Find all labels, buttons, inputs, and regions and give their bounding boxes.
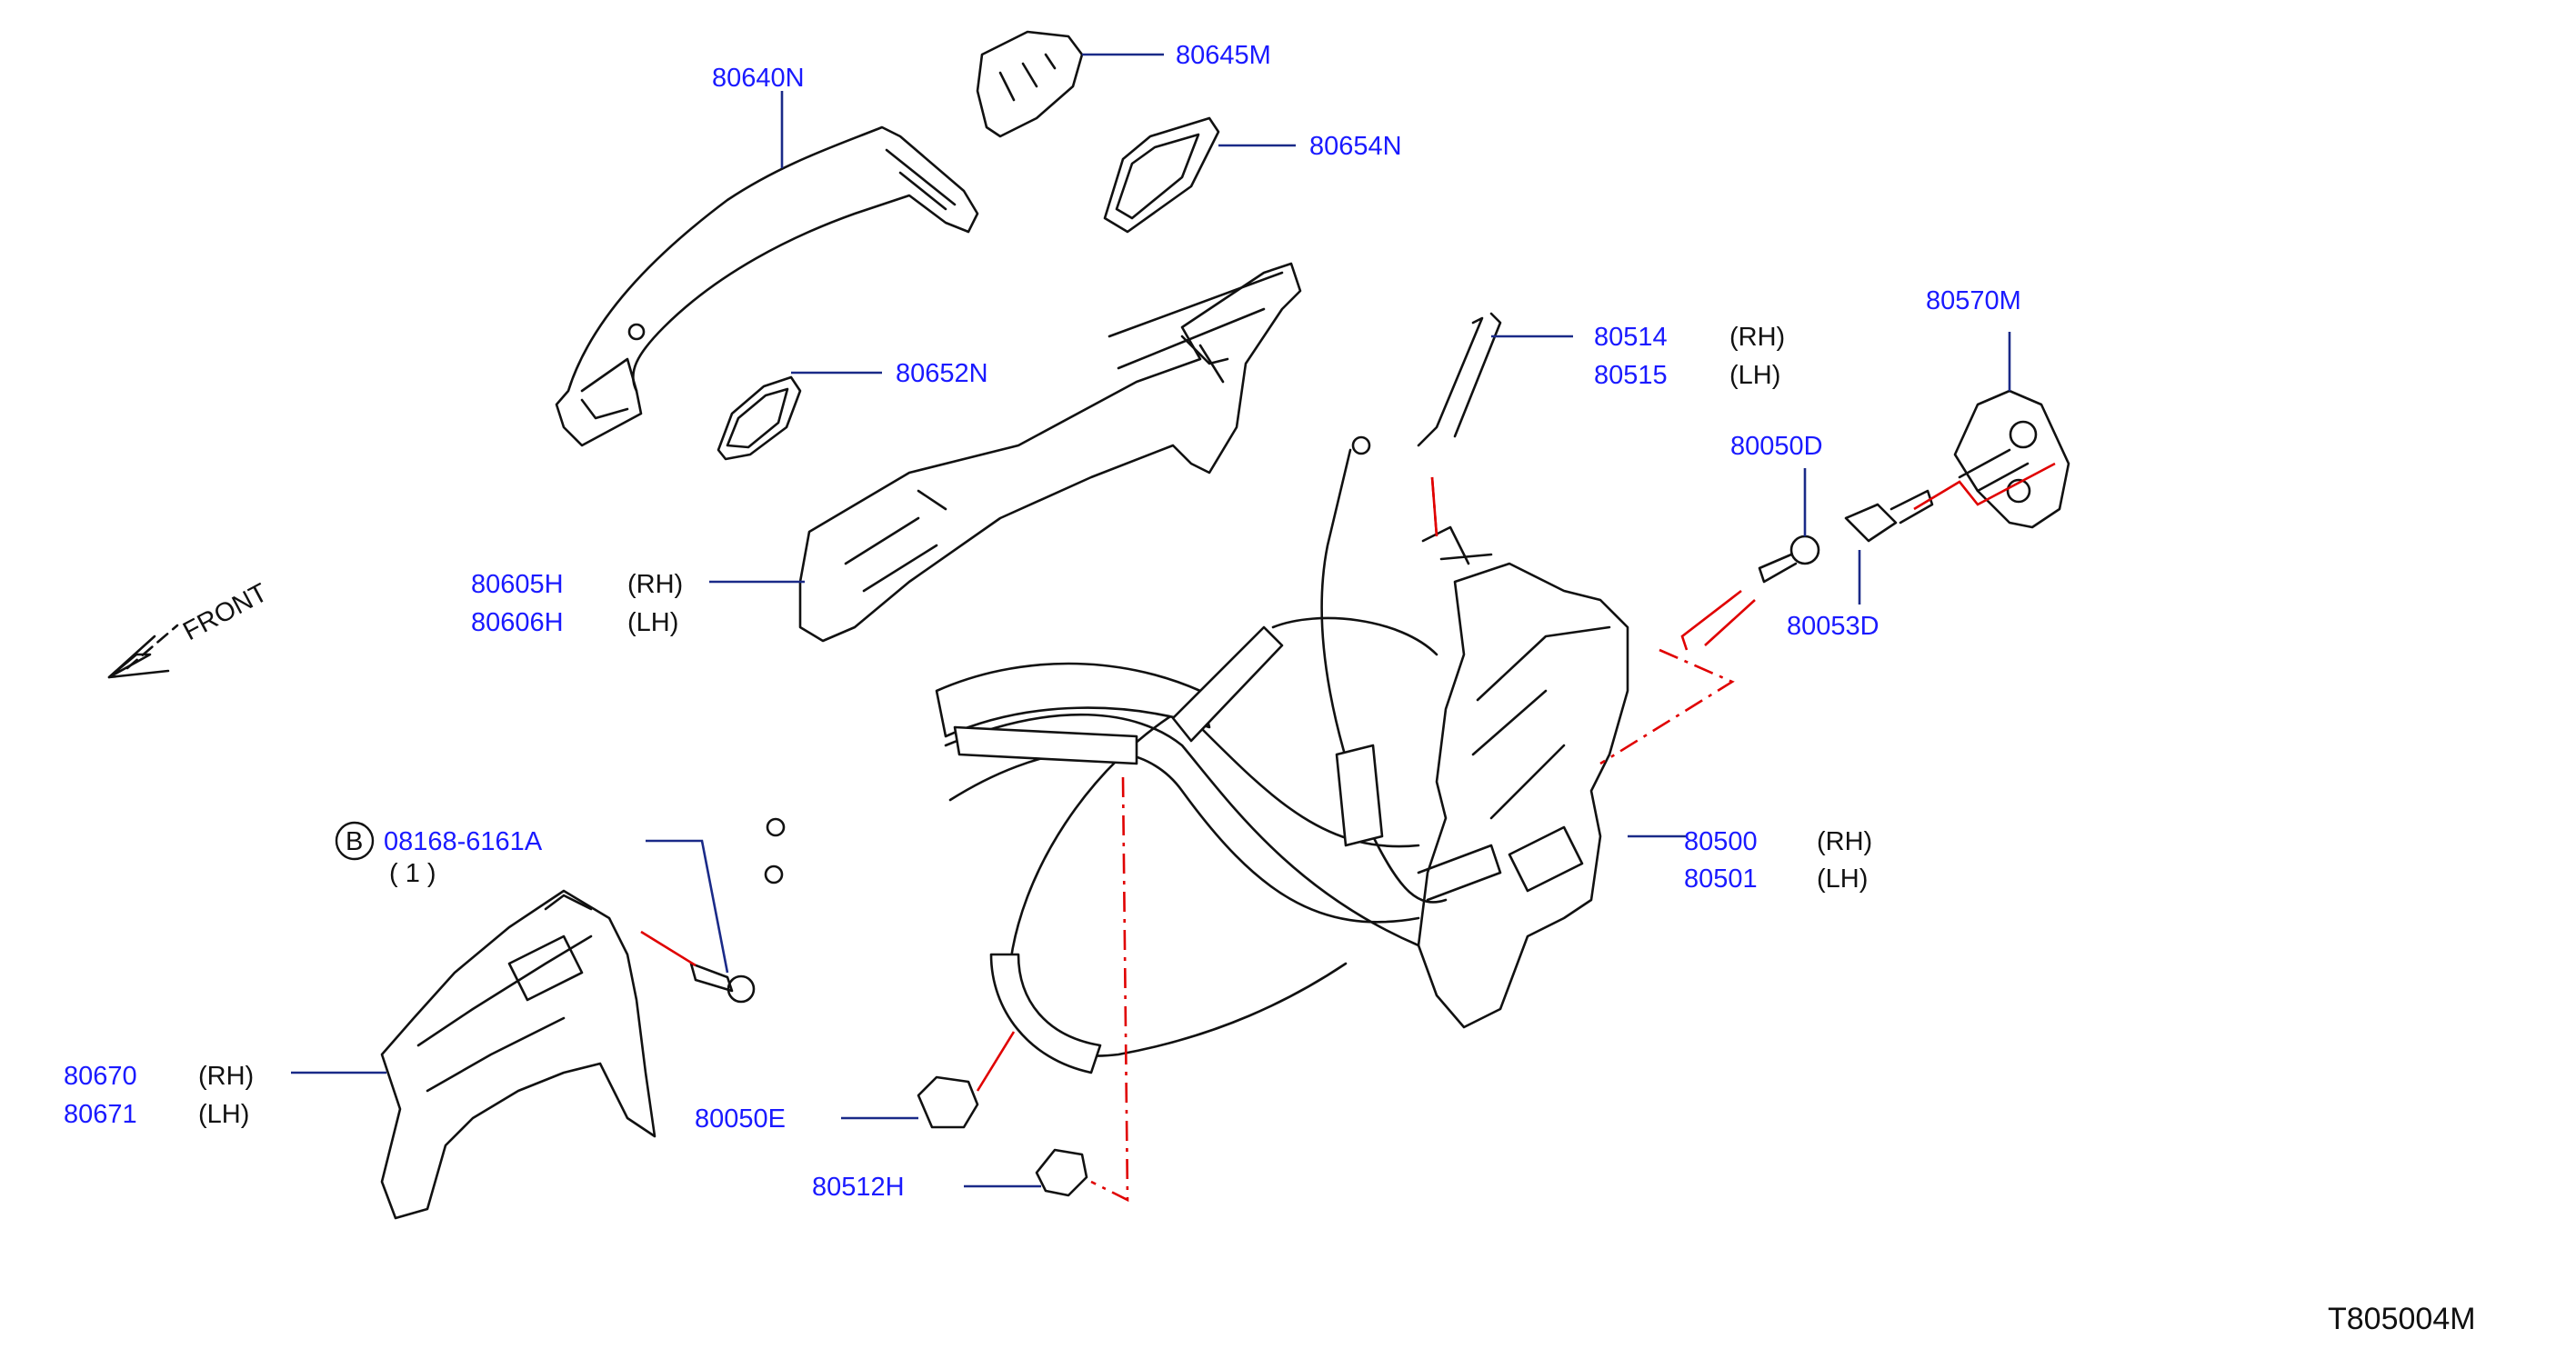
gasket-front-part: [717, 375, 802, 461]
callout-08168-badge: B: [346, 827, 363, 856]
callout-80654N: 80654N: [1309, 132, 1402, 161]
lock-screw-part: [1758, 535, 1820, 584]
door-striker-part: [1953, 389, 2070, 529]
callout-80514: 80514: [1594, 323, 1668, 352]
callout-80050D: 80050D: [1730, 432, 1823, 461]
callout-80605H: 80605H: [471, 570, 564, 599]
callout-80671-side: (LH): [198, 1100, 249, 1129]
callout-80605H-side: (RH): [627, 570, 683, 599]
callout-80606H-side: (LH): [627, 608, 678, 637]
diagram-code: T805004M: [2328, 1302, 2476, 1336]
callout-80515: 80515: [1594, 361, 1668, 390]
assembly-lines: [640, 462, 2056, 1203]
callout-80671: 80671: [64, 1100, 137, 1129]
callout-80501-side: (LH): [1817, 864, 1868, 894]
callout-80652N: 80652N: [896, 359, 988, 388]
callout-80050E: 80050E: [695, 1104, 786, 1134]
cable-clip-part: [917, 1075, 979, 1129]
callout-80512H: 80512H: [812, 1173, 905, 1202]
cable-sheath-part: [935, 625, 1384, 1074]
gasket-rear-part: [1103, 116, 1220, 234]
front-label: FRONT: [178, 578, 272, 646]
callout-80570M: 80570M: [1926, 286, 2021, 315]
callout-80500-side: (RH): [1817, 827, 1872, 856]
callout-80640N: 80640N: [712, 64, 805, 93]
lock-rod-part: [1417, 312, 1502, 447]
front-arrow-icon: [107, 624, 179, 679]
callout-80515-side: (LH): [1729, 361, 1780, 390]
striker-bolt-part: [1844, 489, 1934, 543]
callout-80606H: 80606H: [471, 608, 564, 637]
callout-80670: 80670: [64, 1062, 137, 1091]
rod-clip-part: [1035, 1148, 1088, 1197]
outside-handle-part: [555, 125, 979, 447]
callout-80500: 80500: [1684, 827, 1758, 856]
callout-80053D: 80053D: [1787, 612, 1879, 641]
door-lock-actuator-part: [1417, 525, 1629, 1029]
inside-handle-part: [380, 889, 657, 1220]
callout-80670-side: (RH): [198, 1062, 254, 1091]
leader-lines: [291, 53, 2011, 1188]
badge-circle: [335, 821, 375, 861]
handle-bracket-part: [798, 262, 1302, 643]
callout-80645M: 80645M: [1176, 41, 1271, 70]
callout-80514-side: (RH): [1729, 323, 1785, 352]
key-cylinder-cap-part: [976, 30, 1084, 138]
bolt-part: [689, 962, 756, 1004]
callout-08168-6161A: 08168-6161A: [384, 827, 543, 856]
callout-80501: 80501: [1684, 864, 1758, 894]
callout-08168-qty: ( 1 ): [389, 859, 436, 888]
